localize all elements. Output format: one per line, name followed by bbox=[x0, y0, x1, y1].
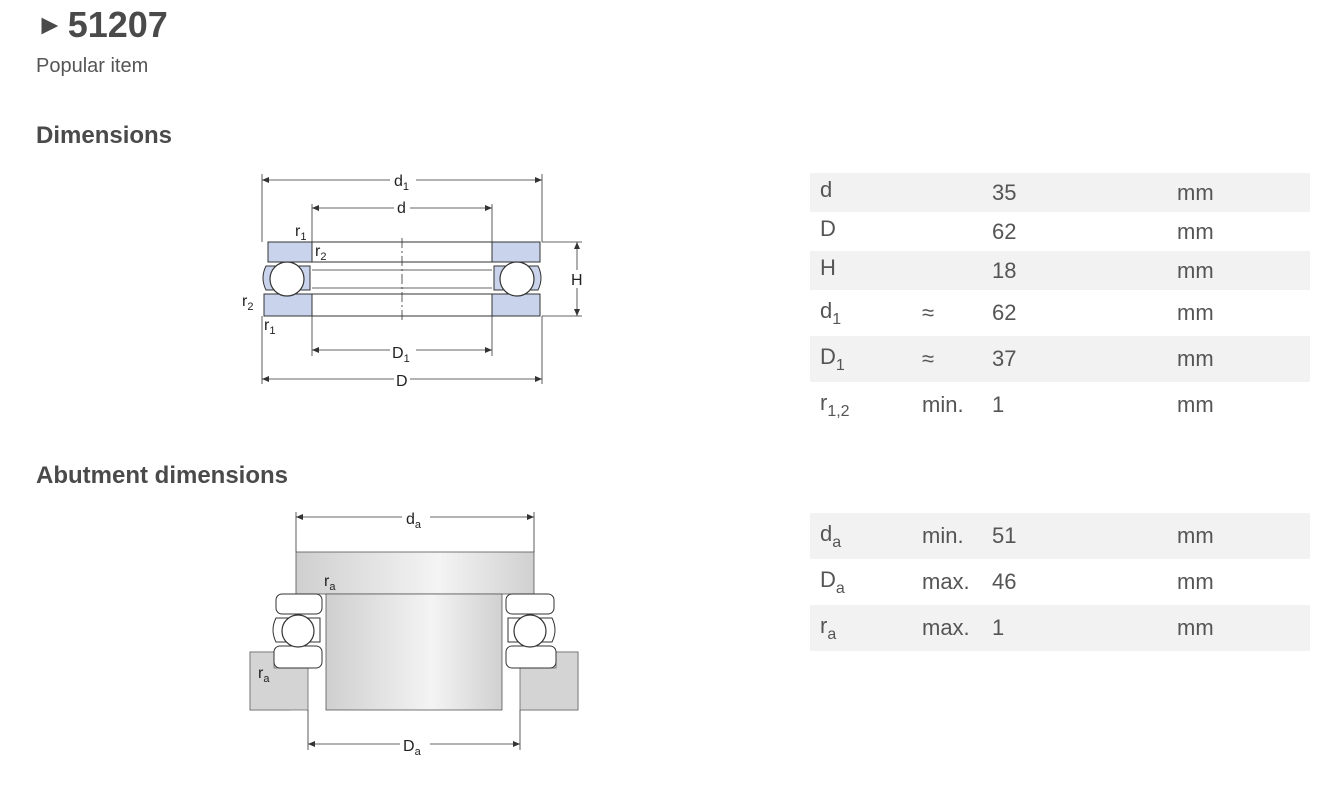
dim-value: 1 bbox=[982, 605, 1167, 651]
dim-symbol: da bbox=[810, 513, 912, 559]
dimensions-table: d 35 mm D 62 mm H 18 mm d1 ≈ 62 mm D1 ≈ … bbox=[810, 173, 1310, 428]
dim-qualifier: max. bbox=[912, 605, 982, 651]
table-row: ra max. 1 mm bbox=[810, 605, 1310, 651]
Da-label: Da bbox=[403, 738, 422, 758]
dim-symbol: d bbox=[810, 173, 912, 212]
play-arrow-icon: ► bbox=[36, 9, 64, 40]
ra-left-label: ra bbox=[258, 665, 270, 685]
d1-label: d1 bbox=[394, 173, 409, 193]
dim-value: 62 bbox=[992, 300, 1017, 325]
product-number: 51207 bbox=[67, 4, 168, 45]
D-label: D bbox=[396, 373, 408, 390]
r2-left-label: r2 bbox=[242, 293, 253, 313]
dim-symbol: ra bbox=[810, 605, 912, 651]
dim-value: 18 bbox=[982, 251, 1167, 290]
dim-unit: mm bbox=[1167, 173, 1310, 212]
dim-qualifier: ≈ bbox=[912, 336, 982, 382]
product-title: ► 51207 bbox=[36, 4, 168, 46]
dim-unit: mm bbox=[1177, 300, 1214, 325]
table-row: H 18 mm bbox=[810, 251, 1310, 290]
table-row: d 35 mm bbox=[810, 173, 1310, 212]
dim-qualifier: ≈ bbox=[922, 300, 935, 325]
dim-qualifier: max. bbox=[922, 569, 970, 594]
r1-left-label: r1 bbox=[264, 317, 275, 337]
dim-symbol: H bbox=[810, 251, 912, 290]
dim-qualifier: min. bbox=[912, 513, 982, 559]
dim-value: 37 bbox=[982, 336, 1167, 382]
dim-symbol: Da bbox=[820, 566, 845, 597]
table-row: Da max. 46 mm bbox=[810, 559, 1310, 605]
dim-value: 35 bbox=[982, 173, 1167, 212]
dim-symbol: r1,2 bbox=[820, 389, 850, 420]
dim-value: 1 bbox=[992, 392, 1005, 417]
dim-qualifier bbox=[912, 173, 982, 212]
dim-unit: mm bbox=[1177, 392, 1214, 417]
dim-qualifier bbox=[912, 212, 982, 251]
table-row: da min. 51 mm bbox=[810, 513, 1310, 559]
dim-value: 51 bbox=[982, 513, 1167, 559]
table-row: D 62 mm bbox=[810, 212, 1310, 251]
abutment-table: da min. 51 mm Da max. 46 mm ra max. 1 mm bbox=[810, 513, 1310, 651]
D1-label: D1 bbox=[392, 345, 410, 365]
table-row: D1 ≈ 37 mm bbox=[810, 336, 1310, 382]
dim-unit: mm bbox=[1177, 569, 1214, 594]
abutment-dimensions-diagram: da ra ra Da bbox=[249, 508, 579, 758]
ra-top-label: ra bbox=[324, 573, 336, 593]
dim-symbol: d1 bbox=[820, 297, 842, 328]
dim-symbol: D1 bbox=[810, 336, 912, 382]
abutment-heading: Abutment dimensions bbox=[36, 462, 289, 489]
h-label: H bbox=[571, 272, 583, 289]
table-row: d1 ≈ 62 mm bbox=[810, 290, 1310, 336]
popular-item-label: Popular item bbox=[36, 55, 149, 77]
dim-unit: mm bbox=[1167, 605, 1310, 651]
dim-unit: mm bbox=[1167, 251, 1310, 290]
dim-unit: mm bbox=[1177, 218, 1214, 244]
table-row: r1,2 min. 1 mm bbox=[810, 382, 1310, 428]
da-label: da bbox=[406, 511, 422, 531]
d-label: d bbox=[397, 200, 406, 217]
r1-top-label: r1 bbox=[295, 223, 306, 243]
dimensions-heading: Dimensions bbox=[36, 122, 173, 149]
dim-unit: mm bbox=[1167, 336, 1310, 382]
dim-qualifier bbox=[912, 251, 982, 290]
dim-qualifier: min. bbox=[922, 392, 964, 417]
dim-value: 62 bbox=[992, 218, 1017, 244]
dim-unit: mm bbox=[1167, 513, 1310, 559]
dim-symbol: D bbox=[820, 216, 836, 241]
bearing-dimensions-diagram: d1 d r1 r2 r2 r1 H D1 D bbox=[242, 170, 584, 390]
dim-value: 46 bbox=[992, 569, 1017, 594]
r2-top-label: r2 bbox=[315, 243, 326, 263]
